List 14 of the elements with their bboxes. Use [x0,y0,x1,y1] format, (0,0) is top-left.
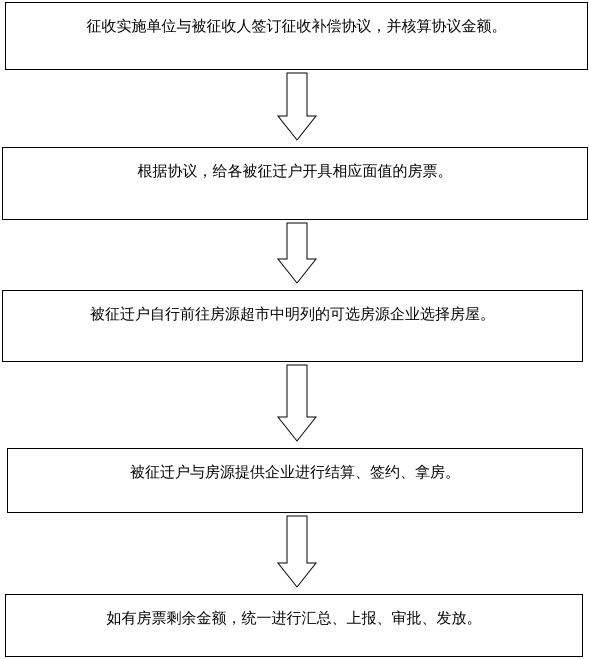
block-arrow [276,516,318,588]
step-text: 征收实施单位与被征收人签订征收补偿协议，并核算协议金额。 [86,18,506,37]
block-arrow [276,72,318,141]
step-text: 被征迁户自行前往房源超市中明列的可选房源企业选择房屋。 [90,305,495,325]
block-arrow [276,364,318,442]
process-box [5,2,588,70]
step-text: 被征迁户与房源提供企业进行结算、签约、拿房。 [130,463,460,483]
process-box [2,147,588,220]
process-box [2,290,583,362]
block-arrow [276,222,318,284]
step-text: 如有房票剩余金额，统一进行汇总、上报、审批、发放。 [106,609,482,629]
process-box [5,594,583,657]
process-box [7,448,583,513]
step-text: 根据协议，给各被征迁户开具相应面值的房票。 [138,162,452,182]
